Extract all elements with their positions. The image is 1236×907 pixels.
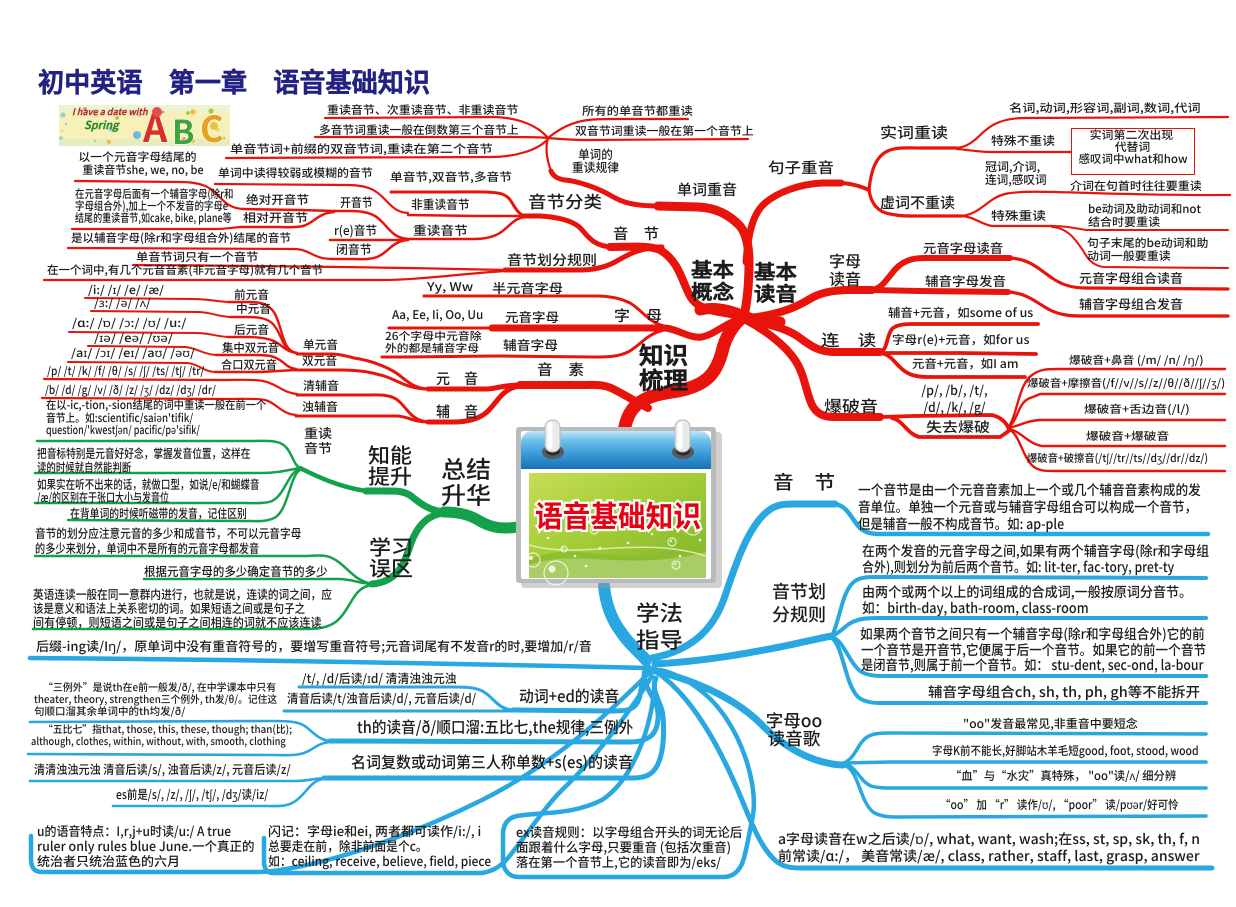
svg-text:A: A [142, 98, 168, 153]
svg-text:B: B [172, 106, 194, 154]
svg-text:语音基础知识: 语音基础知识 [535, 492, 701, 536]
